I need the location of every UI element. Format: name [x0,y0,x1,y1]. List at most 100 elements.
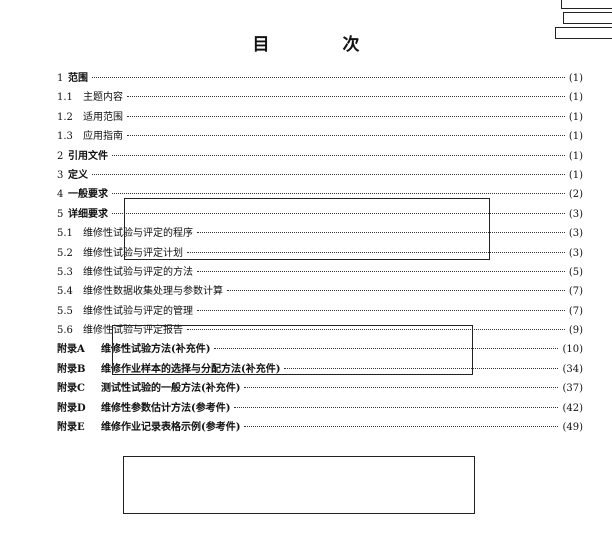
toc-entry-label: 详细要求 [68,208,108,220]
toc-dot-leader [244,386,559,389]
toc-entry[interactable]: 1 范围 (1) [57,69,583,88]
toc-entry-number: 1.1 [57,92,73,104]
toc-dot-leader [112,212,565,214]
corner-frame-top [561,0,612,9]
toc-entry-number: 5.1 [57,228,73,240]
toc-entry[interactable]: 5.2 维修性试验与评定计划 (3) [57,244,583,263]
toc-entry-label: 维修性试验方法(补充件) [101,344,211,356]
toc-entry-number: 1.2 [57,111,73,123]
toc-entry[interactable]: 5.4 维修性数据收集处理与参数计算 (7) [57,282,583,301]
toc-dot-leader [127,134,565,137]
toc-entry-page: (1) [568,150,583,162]
toc-entry-number: 附录C [57,383,85,395]
blank-box [123,456,475,514]
toc-dot-leader [92,76,565,78]
toc-entry-label: 维修性数据收集处理与参数计算 [83,286,223,298]
toc-entry[interactable]: 1.1 主题内容 (1) [57,88,583,107]
toc-entry-number: 附录A [57,344,85,356]
toc-entry-label: 维修性参数估计方法(参考件) [101,402,231,414]
toc-dot-leader [187,328,565,331]
toc-entry-page: (42) [562,402,583,414]
toc-entry[interactable]: 附录B 维修作业样本的选择与分配方法(补充件) (34) [57,360,583,379]
toc-entry-label: 维修性试验与评定计划 [83,247,183,259]
toc-entry-page: (10) [562,344,583,356]
toc-entry-page: (1) [568,111,583,123]
toc-entry-number: 5.4 [57,286,73,298]
corner-frame-bottom [555,27,612,39]
toc-entry-label: 维修性试验与评定报告 [83,325,183,337]
toc-dot-leader [197,231,565,234]
toc-entry-label: 测试性试验的一般方法(补充件) [101,383,241,395]
toc-entry[interactable]: 附录A 维修性试验方法(补充件) (10) [57,340,583,359]
toc-entry-number: 1 [57,73,64,84]
toc-dot-leader [112,192,565,195]
toc-entry-page: (1) [568,131,583,143]
toc-entry-number: 3 [57,169,64,181]
toc-entry-number: 5 [57,208,64,220]
toc-entry-label: 适用范围 [83,111,123,123]
toc-entry[interactable]: 附录E 维修作业记录表格示例(参考件) (49) [57,418,583,437]
toc-entry[interactable]: 5.6 维修性试验与评定报告 (9) [57,321,583,340]
toc-entry[interactable]: 1.2 适用范围 (1) [57,108,583,127]
toc-entry-page: (49) [562,422,583,434]
toc-entry-page: (1) [568,92,583,104]
toc-dot-leader [197,270,565,272]
table-of-contents: 1 范围 (1) 1.1 主题内容 (1) 1.2 适用范围 (1) 1.3 应用指南 (1) 2 引用文… [57,69,583,437]
toc-entry-number: 附录D [57,402,86,414]
toc-entry-number: 2 [57,150,64,162]
toc-entry[interactable]: 5.1 维修性试验与评定的程序 (3) [57,224,583,243]
toc-entry-number: 5.6 [57,325,73,337]
toc-entry-label: 维修性试验与评定的程序 [83,228,193,240]
toc-entry-label: 维修作业样本的选择与分配方法(补充件) [101,363,281,375]
toc-entry-label: 主题内容 [83,92,123,104]
toc-entry-page: (1) [568,73,583,84]
toc-entry-page: (34) [562,363,583,375]
toc-dot-leader [214,347,559,350]
toc-entry[interactable]: 附录D 维修性参数估计方法(参考件) (42) [57,399,583,418]
toc-entry[interactable]: 2 引用文件 (1) [57,147,583,166]
toc-entry-page: (3) [568,247,583,259]
page-title: 目 次 [252,35,388,55]
toc-entry-page: (9) [568,325,583,337]
toc-entry-page: (7) [568,305,583,317]
toc-entry-label: 维修性试验与评定的管理 [83,305,193,317]
toc-entry-page: (3) [568,228,583,240]
toc-entry-number: 附录B [57,363,86,375]
toc-entry-page: (37) [562,383,583,395]
toc-entry[interactable]: 5.5 维修性试验与评定的管理 (7) [57,302,583,321]
toc-entry-label: 维修作业记录表格示例(参考件) [101,422,241,434]
toc-entry-page: (3) [568,208,583,220]
toc-entry-number: 1.3 [57,131,73,143]
toc-entry-page: (5) [568,266,583,278]
toc-entry-label: 范围 [68,73,88,84]
toc-entry-page: (2) [568,189,583,201]
toc-entry[interactable]: 5 详细要求 (3) [57,205,583,224]
annotation-box-sections-5 [124,198,490,260]
toc-entry-page: (7) [568,286,583,298]
toc-entry-label: 引用文件 [68,150,108,162]
toc-dot-leader [187,251,565,253]
annotation-box-appendix-a-b [112,325,473,375]
toc-dot-leader [112,154,565,156]
toc-dot-leader [127,115,565,117]
toc-dot-leader [284,367,559,369]
toc-dot-leader [234,406,559,408]
toc-dot-leader [244,425,559,428]
toc-dot-leader [127,95,565,98]
toc-entry-label: 应用指南 [83,131,123,143]
toc-entry[interactable]: 5.3 维修性试验与评定的方法 (5) [57,263,583,282]
toc-entry-label: 维修性试验与评定的方法 [83,266,193,278]
toc-entry-number: 5.5 [57,305,73,317]
toc-entry[interactable]: 附录C 测试性试验的一般方法(补充件) (37) [57,379,583,398]
toc-entry-number: 附录E [57,422,85,434]
toc-entry-label: 定义 [68,169,88,181]
corner-frame-middle [563,12,612,24]
toc-dot-leader [92,173,565,175]
toc-entry-number: 4 [57,189,64,201]
toc-entry-number: 5.2 [57,247,73,259]
toc-entry-number: 5.3 [57,266,73,278]
toc-dot-leader [197,309,565,311]
toc-entry[interactable]: 1.3 应用指南 (1) [57,127,583,146]
